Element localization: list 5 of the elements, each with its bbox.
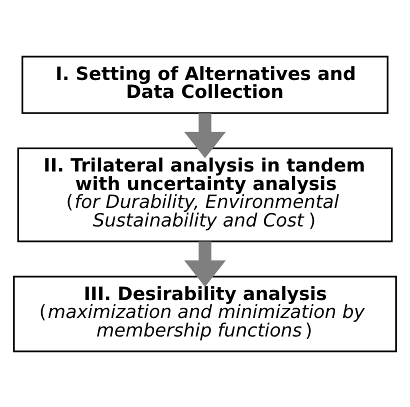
arrow xyxy=(184,112,226,158)
node-box: I. Setting of Alternatives and Data Collection xyxy=(22,55,388,114)
node-box: II. Trilateral analysis in tandem with uncertainty analysis (for Durability, Environmental Sustainability and Cost) xyxy=(17,146,393,242)
node-box: III. Desirability analysis (maximization and minimization by membership functions) xyxy=(13,275,397,352)
arrow xyxy=(184,241,226,286)
